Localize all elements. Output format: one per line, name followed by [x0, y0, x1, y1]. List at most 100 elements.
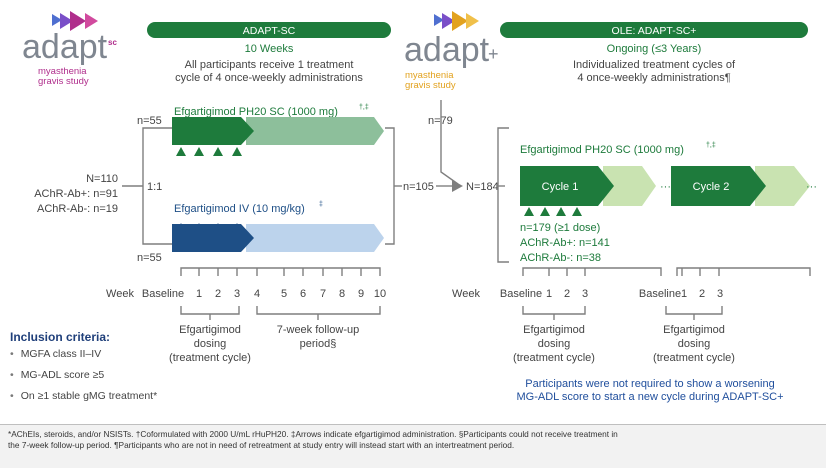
cycle2-dosing-arrow	[671, 166, 766, 206]
inclusion-list: MGFA class II–IV MG-ADL score ≥5 On ≥1 s…	[10, 348, 230, 402]
sc-dose-markers	[176, 147, 242, 156]
tick-label: 3	[582, 288, 588, 300]
iv-arm-label: Efgartigimod IV (10 mg/kg)	[174, 203, 305, 215]
sc-dosing-arrow	[172, 117, 254, 145]
inclusion-item: On ≥1 stable gMG treatment*	[10, 390, 230, 402]
tick-label: 2	[699, 288, 705, 300]
cycle2-label: Cycle 2	[693, 181, 730, 193]
iv-followup-arrow	[246, 224, 384, 252]
dosing-line2: dosing	[678, 338, 710, 350]
followup-line2: period§	[300, 338, 337, 350]
inclusion-item: MGFA class II–IV	[10, 348, 230, 360]
dose-marker	[524, 207, 534, 216]
header-pill	[500, 22, 808, 38]
dose-marker	[213, 147, 223, 156]
dosing-line2: dosing	[194, 338, 226, 350]
tick-label: 10	[374, 288, 386, 300]
iv-dosing-arrow	[172, 224, 254, 252]
adapt-sc-plus-logo: adapt + myasthenia gravis study	[404, 11, 499, 91]
retreatment-note: Participants were not required to show a…	[500, 378, 800, 404]
dosing-line3: (treatment cycle)	[513, 352, 595, 364]
week-label: Week	[452, 288, 480, 300]
merge-arrowhead	[452, 180, 463, 192]
logo-line2: gravis study	[405, 80, 456, 91]
dosing-line3: (treatment cycle)	[653, 352, 735, 364]
tick-label: 9	[358, 288, 364, 300]
cycle1-dosing-arrow	[520, 166, 614, 206]
dose-marker	[194, 147, 204, 156]
cycle-ellipsis: ···	[806, 181, 817, 193]
logo-line1: myasthenia	[405, 70, 454, 81]
cycle1-followup-arrow	[603, 166, 656, 206]
adapt-sc-header: ADAPT-SC 10 Weeks All participants recei…	[147, 22, 391, 84]
sc-arm: Efgartigimod PH20 SC (1000 mg) †,‡	[172, 104, 384, 156]
cycle2-followup-arrow	[755, 166, 810, 206]
tick-label: 8	[339, 288, 345, 300]
n-ole-total: N=184	[466, 181, 499, 193]
tick-label: 1	[546, 288, 552, 300]
ole-dose-markers	[524, 207, 582, 216]
iv-arm: Efgartigimod IV (10 mg/kg) ‡	[172, 201, 384, 252]
diagram-canvas: adapt sc myasthenia gravis study adapt +…	[22, 11, 817, 364]
ole-arm: Efgartigimod PH20 SC (1000 mg) †,‡ Cycle…	[520, 142, 817, 264]
iv-arm-sup: ‡	[319, 201, 323, 208]
inclusion-item: MG-ADL score ≥5	[10, 369, 230, 381]
ole-count-line3: AChR-Ab-: n=38	[520, 252, 601, 264]
footnotes: *AChEIs, steroids, and/or NSISTs. †Cofor…	[0, 424, 826, 468]
header-pill	[147, 22, 391, 38]
note-line1: Participants were not required to show a…	[525, 378, 775, 390]
sc-followup-arrow	[246, 117, 384, 145]
n-iv-arm: n=55	[137, 252, 162, 264]
tick-label: 3	[717, 288, 723, 300]
note-line2: MG-ADL score to start a new cycle during…	[516, 391, 784, 403]
iv-dose-markers	[176, 223, 242, 232]
tick-label: Baseline	[500, 288, 542, 300]
duration-text: Ongoing (≤3 Years)	[607, 43, 702, 55]
dose-marker	[213, 223, 223, 232]
dosing-line2: dosing	[538, 338, 570, 350]
tick-label: Baseline	[142, 288, 184, 300]
desc-line1: All participants receive 1 treatment	[185, 59, 354, 71]
dosing-line1: Efgartigimod	[523, 324, 585, 336]
logo-sup: sc	[108, 38, 117, 47]
sc-arm-sup: †,‡	[359, 104, 369, 111]
dose-marker	[176, 223, 186, 232]
dose-marker	[232, 147, 242, 156]
dosing-line1: Efgartigimod	[663, 324, 725, 336]
tick-label: 4	[254, 288, 260, 300]
sc-arm-label: Efgartigimod PH20 SC (1000 mg)	[174, 106, 338, 118]
tick-label: 2	[564, 288, 570, 300]
header-text: ADAPT-SC	[243, 25, 296, 37]
duration-text: 10 Weeks	[245, 43, 294, 55]
n-sc-arm: n=55	[137, 115, 162, 127]
footnote-line2: the 7-week follow-up period. ¶Participan…	[8, 440, 515, 450]
dosing-line1: Efgartigimod	[179, 324, 241, 336]
achr-neg-count: AChR-Ab-: n=19	[37, 203, 118, 215]
dose-marker	[540, 207, 550, 216]
tick-label: 1	[196, 288, 202, 300]
ole-count-line2: AChR-Ab+: n=141	[520, 237, 610, 249]
tick-label: 6	[300, 288, 306, 300]
inclusion-criteria: Inclusion criteria: MGFA class II–IV MG-…	[10, 330, 230, 411]
tick-label: 7	[320, 288, 326, 300]
cycle-ellipsis: ···	[660, 181, 671, 193]
enrollment-block: N=110 AChR-Ab+: n=91 AChR-Ab-: n=19 1:1 …	[34, 115, 162, 264]
logo-word: adapt	[404, 31, 490, 69]
header-text: OLE: ADAPT-SC+	[612, 25, 697, 37]
ole-header: OLE: ADAPT-SC+ Ongoing (≤3 Years) Indivi…	[500, 22, 808, 84]
randomization-ratio: 1:1	[147, 181, 162, 193]
randomization-bracket	[122, 127, 402, 245]
ole-arm-sup: †,‡	[706, 142, 716, 149]
desc-line1: Individualized treatment cycles of	[573, 59, 736, 71]
n-total: N=110	[86, 173, 118, 185]
dose-marker	[194, 223, 204, 232]
logo-word: adapt	[22, 28, 108, 66]
right-timeline: Week Baseline 1 2 3 Baseline 1 2 3 Efgar…	[452, 267, 811, 364]
ole-arm-label: Efgartigimod PH20 SC (1000 mg)	[520, 144, 684, 156]
logo-triangles	[52, 11, 98, 31]
adapt-sc-logo: adapt sc myasthenia gravis study	[22, 11, 117, 87]
transition: n=105 n=79 N=184	[403, 100, 509, 263]
dose-marker	[176, 147, 186, 156]
dose-marker	[232, 223, 242, 232]
